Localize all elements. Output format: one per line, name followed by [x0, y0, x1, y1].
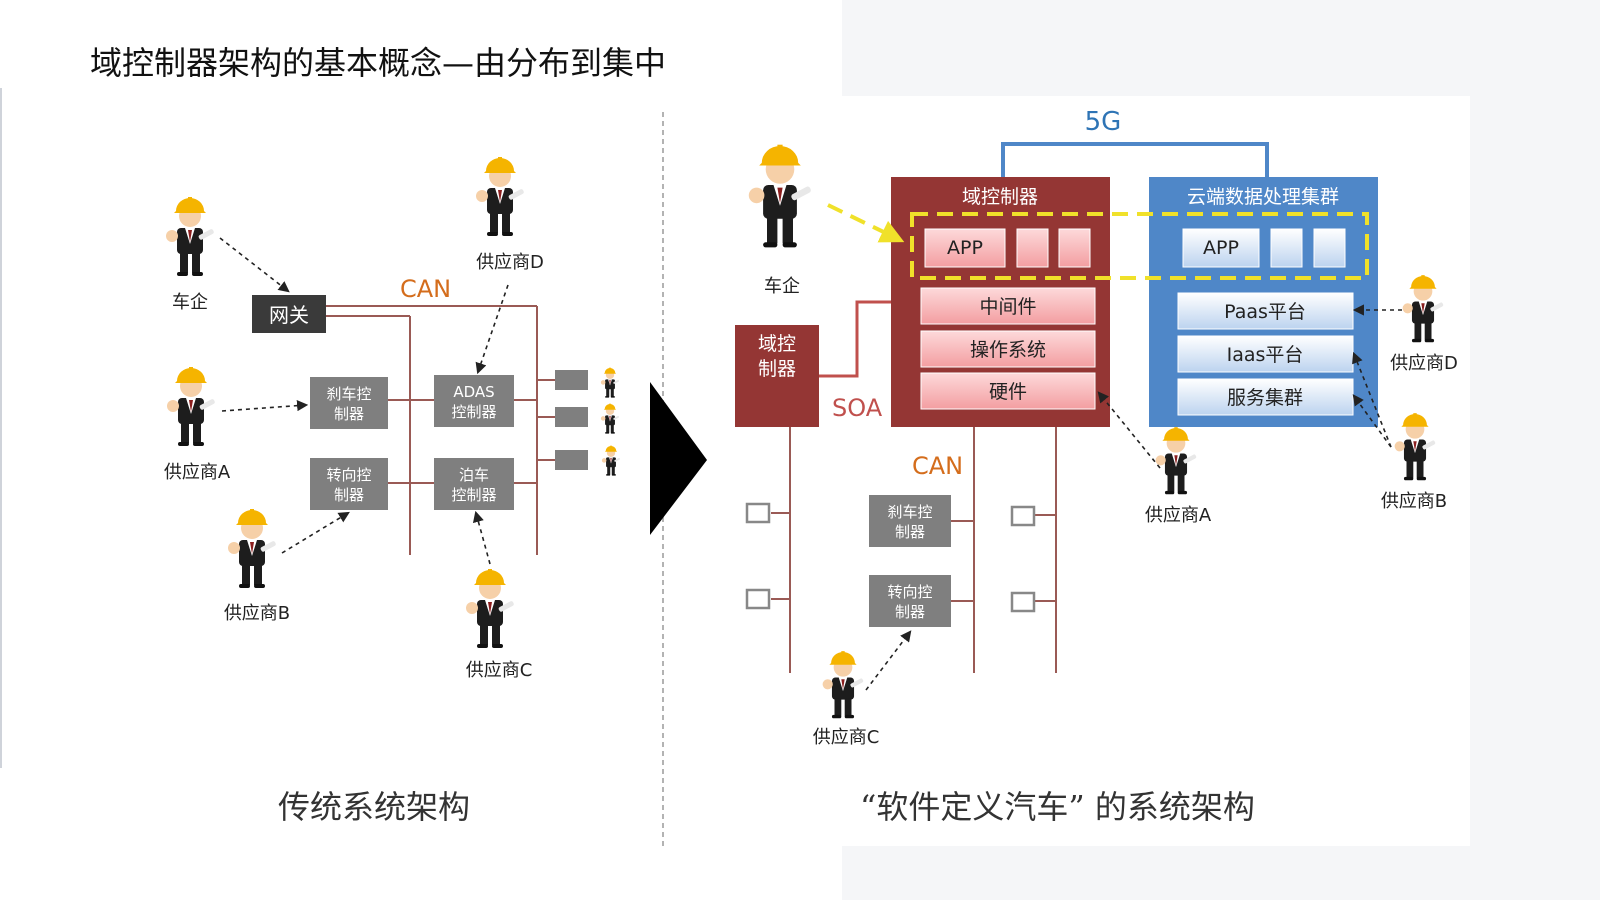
left-edge-rule [0, 88, 2, 768]
ecu-steering: 转向控 制器 [310, 458, 388, 510]
dc-layer-middleware-label: 中间件 [979, 296, 1036, 318]
right-caption: “软件定义汽车” 的系统架构 [860, 788, 1255, 826]
right-ecu-brake-line1: 刹车控 [887, 503, 932, 521]
5g-link [1001, 142, 1269, 180]
small-domain-line1: 域控 [758, 333, 796, 355]
dc-app-slot-1 [1016, 228, 1049, 268]
dc-layer-hardware [920, 372, 1096, 410]
person-icon-small-2 [600, 403, 620, 434]
can-bus-wires [325, 305, 555, 555]
right-label-oem: 车企 [764, 276, 800, 297]
ecu-brake: 刹车控 制器 [310, 377, 388, 429]
right-ecu-steering-line2: 制器 [895, 603, 925, 621]
app-highlight-frame [910, 212, 1369, 280]
cloud-layer-services-label: 服务集群 [1227, 387, 1303, 409]
dc-app-slot-2 [1058, 228, 1091, 268]
ecu-parking-line1: 泊车 [459, 466, 489, 484]
domain-controller-title: 域控制器 [962, 186, 1038, 208]
cloud-layer-paas-label: Paas平台 [1224, 301, 1306, 323]
label-supplier-d: 供应商D [476, 252, 544, 273]
right-can-wires [771, 427, 1057, 673]
cloud-cluster-title: 云端数据处理集群 [1187, 186, 1339, 208]
sensor-box-1 [555, 370, 588, 390]
dc-app-label: APP [947, 237, 983, 259]
label-5g: 5G [1085, 107, 1122, 137]
ecu-adas-line2: 控制器 [451, 403, 496, 421]
person-icon-supplier-b [228, 509, 277, 588]
cloud-layer-iaas [1177, 335, 1354, 373]
right-can-label: CAN [912, 452, 963, 480]
ecu-brake-line1: 刹车控 [326, 385, 371, 403]
ecu-steering-line1: 转向控 [326, 466, 371, 484]
right-ecu-brake-line2: 制器 [895, 523, 925, 541]
ecu-parking-line2: 控制器 [451, 486, 496, 504]
person-icon-supplier-a [167, 367, 216, 446]
person-icon-supplier-c [466, 569, 515, 648]
cloud-app-box [1182, 228, 1260, 268]
label-supplier-b: 供应商B [224, 603, 290, 624]
sensor-box-3 [555, 450, 588, 470]
transition-arrow [650, 382, 707, 535]
left-diagram: CAN 网关 刹车控 制器 转向控 制器 ADAS 控制器 泊车 控制器 [164, 157, 621, 681]
gateway-label: 网关 [269, 303, 309, 327]
dc-layer-os [920, 330, 1096, 368]
node-box-4 [1010, 591, 1036, 613]
dc-app-box [924, 228, 1006, 268]
transition-arrow-stem [650, 428, 664, 492]
cloud-app-slot-1 [1270, 228, 1303, 268]
left-dashed-arrows [219, 237, 509, 565]
right-diagram: 5G 域控制器 APP 中间件 操作系统 硬件 云端数据处理集群 APP Paa… [732, 96, 1470, 846]
cloud-app-slot-2 [1313, 228, 1346, 268]
right-ecu-steering: 转向控 制器 [869, 575, 951, 627]
node-box-3 [1010, 505, 1036, 527]
right-ecu-steering-line1: 转向控 [887, 583, 932, 601]
dc-layer-os-label: 操作系统 [970, 339, 1046, 361]
dc-layer-hardware-label: 硬件 [989, 381, 1027, 403]
ecu-parking: 泊车 控制器 [434, 458, 514, 510]
sensor-box-2 [555, 407, 588, 427]
soa-link [819, 300, 891, 378]
right-label-supplier-d: 供应商D [1390, 353, 1458, 374]
node-box-1 [745, 502, 771, 524]
slide-title: 域控制器架构的基本概念—由分布到集中 [90, 44, 667, 82]
person-icon-small-3 [601, 445, 621, 476]
person-icon-small-1 [600, 367, 620, 398]
cloud-app-label: APP [1203, 237, 1239, 259]
right-label-supplier-c: 供应商C [813, 727, 880, 748]
small-domain-line2: 制器 [758, 358, 796, 380]
cloud-layer-iaas-label: Iaas平台 [1227, 344, 1304, 366]
right-ecu-brake: 刹车控 制器 [869, 495, 951, 547]
dc-layer-middleware [920, 287, 1096, 325]
node-box-2 [745, 588, 771, 610]
gateway-box [252, 295, 326, 333]
label-supplier-c: 供应商C [466, 660, 533, 681]
small-domain-controller [735, 325, 819, 427]
cloud-layer-services [1177, 378, 1354, 416]
person-icon-supplier-d [476, 157, 525, 236]
right-label-supplier-b: 供应商B [1381, 491, 1447, 512]
left-caption: 传统系统架构 [278, 788, 471, 826]
cloud-layer-paas [1177, 292, 1354, 330]
person-icon-oem [166, 197, 215, 276]
ecu-brake-line2: 制器 [334, 405, 364, 423]
ecu-steering-line2: 制器 [334, 486, 364, 504]
ecu-adas-line1: ADAS [453, 383, 494, 401]
oem-app-arrow [827, 203, 905, 243]
right-label-supplier-a: 供应商A [1145, 505, 1212, 526]
label-oem: 车企 [172, 292, 208, 313]
label-soa: SOA [832, 394, 883, 422]
right-dashed-arrows [865, 304, 1402, 691]
label-supplier-a: 供应商A [164, 462, 231, 483]
left-can-label: CAN [400, 275, 451, 303]
ecu-adas: ADAS 控制器 [434, 375, 514, 427]
